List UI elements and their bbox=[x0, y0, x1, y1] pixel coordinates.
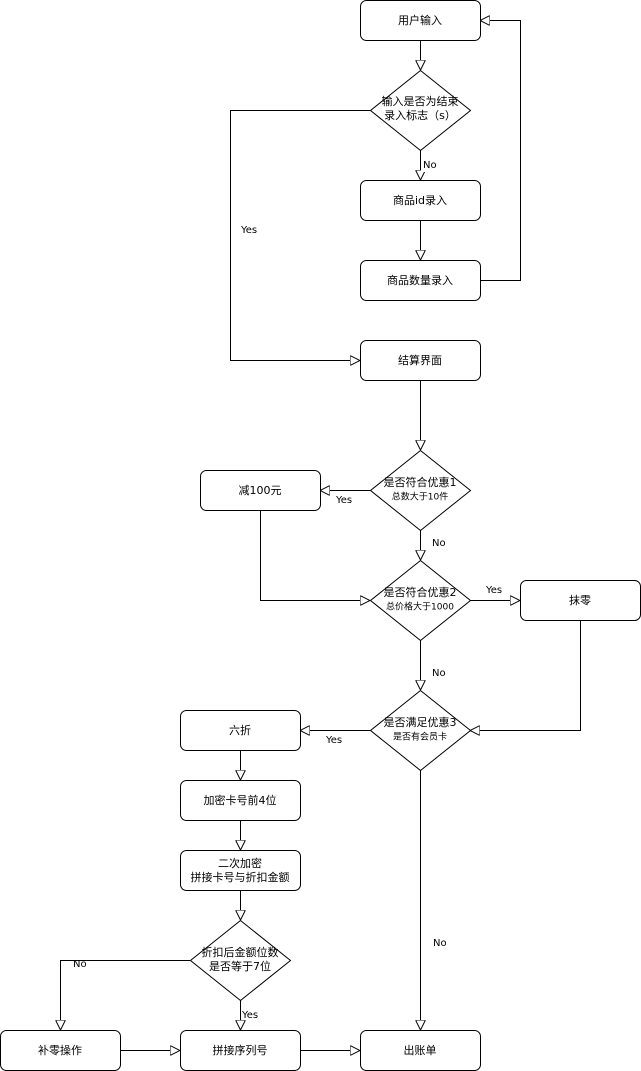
node-sixty-pct: 六折 bbox=[180, 710, 301, 751]
node-user-input: 用户输入 bbox=[360, 0, 481, 41]
edge-check-yes bbox=[230, 110, 370, 361]
label-no: No bbox=[433, 938, 447, 949]
node-text: 是否符合优惠1 bbox=[384, 475, 457, 489]
decision-check7: 折扣后金额位数 是否等于7位 bbox=[189, 919, 292, 1002]
node-product-qty: 商品数量录入 bbox=[360, 260, 481, 301]
label-yes: Yes bbox=[325, 735, 342, 746]
node-text: 抹零 bbox=[569, 594, 591, 607]
node-text: 商品id录入 bbox=[393, 193, 447, 207]
label-no: No bbox=[432, 538, 446, 549]
node-text: 总数大于10件 bbox=[392, 491, 448, 503]
node-pad-zero: 补零操作 bbox=[0, 1030, 121, 1071]
decision-discount2: 是否符合优惠2 总价格大于1000 bbox=[369, 559, 472, 642]
node-text: 用户输入 bbox=[398, 13, 442, 27]
node-bill: 出账单 bbox=[360, 1030, 481, 1071]
node-concat-serial: 拼接序列号 bbox=[180, 1030, 301, 1071]
node-text: 是否等于7位 bbox=[209, 959, 271, 973]
label-yes: Yes bbox=[241, 1010, 258, 1021]
decision-check-end: 输入是否为结束 录入标志（s） bbox=[369, 69, 472, 152]
node-text: 二次加密 bbox=[218, 856, 262, 870]
node-round-off: 抹零 bbox=[520, 580, 641, 621]
node-text: 六折 bbox=[229, 723, 251, 737]
decision-discount3: 是否满足优惠3 是否有会员卡 bbox=[369, 689, 472, 772]
label-no: No bbox=[73, 959, 87, 970]
node-encrypt2: 二次加密 拼接卡号与折扣金额 bbox=[180, 850, 301, 891]
node-text: 结算界面 bbox=[398, 353, 442, 367]
node-text: 拼接卡号与折扣金额 bbox=[191, 870, 290, 884]
node-text: 折扣后金额位数 bbox=[202, 945, 279, 959]
node-text: 输入是否为结束 bbox=[382, 94, 459, 108]
node-text: 商品数量录入 bbox=[387, 273, 453, 287]
edge-minus100-to-d2 bbox=[260, 510, 370, 601]
node-text: 是否符合优惠2 bbox=[384, 585, 457, 599]
node-encrypt4: 加密卡号前4位 bbox=[180, 780, 301, 821]
node-text: 出账单 bbox=[404, 1043, 437, 1057]
label-yes: Yes bbox=[485, 585, 502, 596]
edges bbox=[61, 21, 581, 1051]
node-text: 减100元 bbox=[239, 484, 282, 497]
label-no: No bbox=[432, 668, 446, 679]
edge-qty-loop bbox=[480, 21, 521, 281]
label-yes: Yes bbox=[240, 225, 257, 236]
node-text: 加密卡号前4位 bbox=[204, 793, 277, 807]
node-product-id: 商品id录入 bbox=[360, 180, 481, 221]
node-text: 拼接序列号 bbox=[213, 1043, 268, 1057]
edge-check7-no bbox=[61, 960, 190, 1030]
node-text: 是否满足优惠3 bbox=[384, 715, 457, 729]
edge-roundoff-to-d3 bbox=[470, 620, 581, 731]
node-minus100: 减100元 bbox=[200, 470, 321, 511]
node-checkout: 结算界面 bbox=[360, 340, 481, 381]
label-yes: Yes bbox=[335, 495, 352, 506]
node-text: 是否有会员卡 bbox=[393, 731, 447, 743]
node-text: 总价格大于1000 bbox=[386, 601, 454, 613]
label-no: No bbox=[423, 160, 437, 171]
decision-discount1: 是否符合优惠1 总数大于10件 bbox=[369, 449, 472, 532]
node-text: 录入标志（s） bbox=[384, 108, 456, 122]
node-text: 补零操作 bbox=[38, 1043, 82, 1057]
edge-labels: No Yes Yes No Yes No Yes No No Yes bbox=[73, 158, 502, 1021]
